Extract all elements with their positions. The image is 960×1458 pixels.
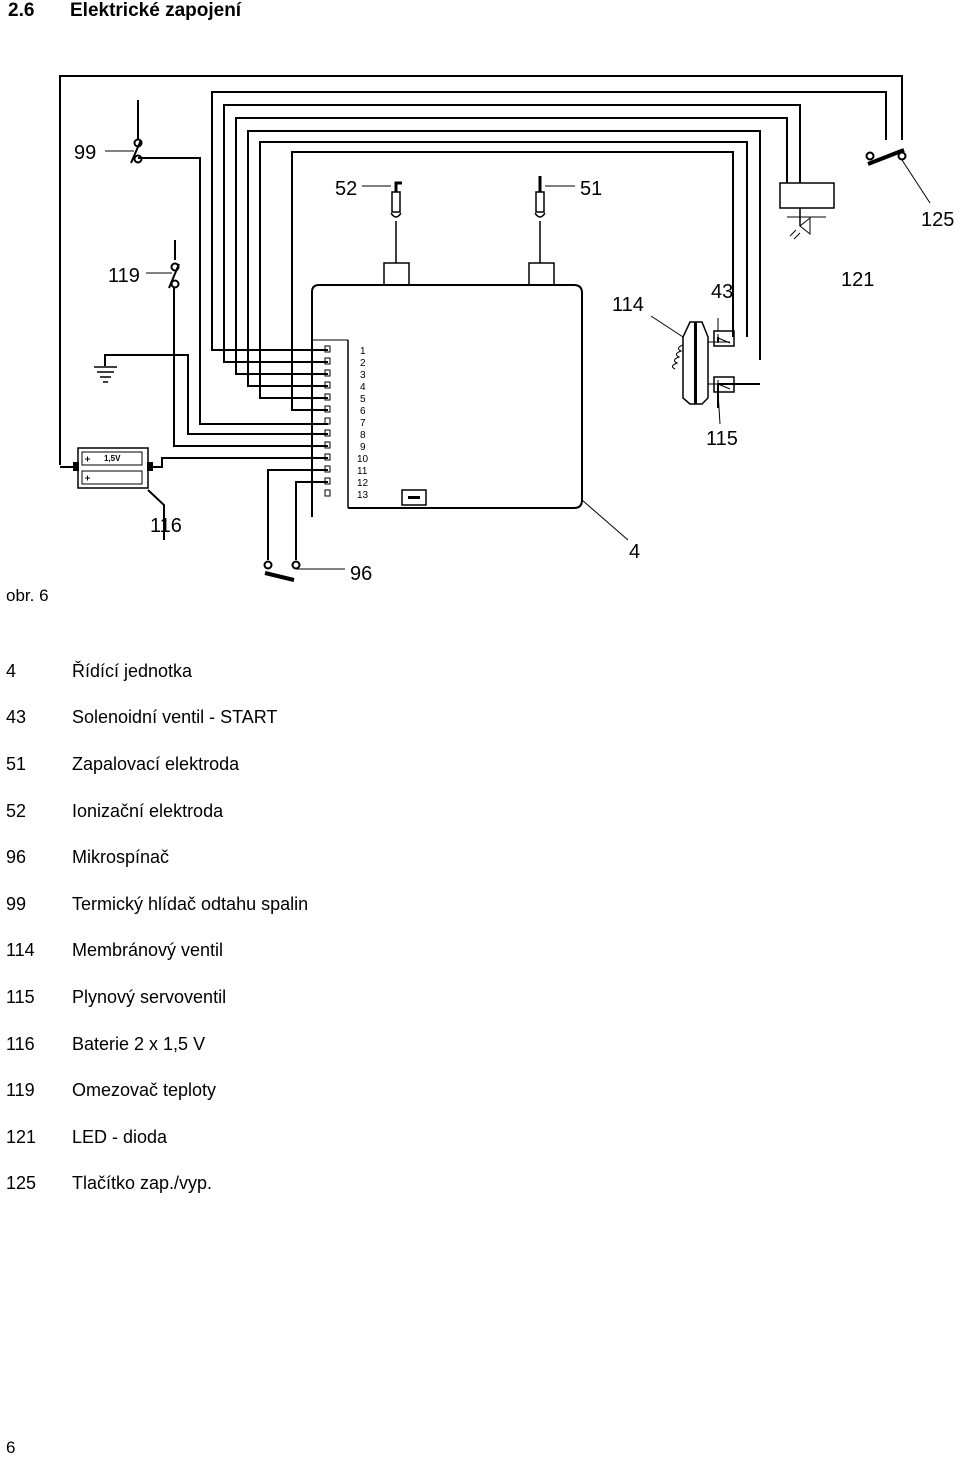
terminal-4: 4	[360, 382, 366, 393]
wire-frame-7	[291, 151, 734, 411]
terminal-7: 7	[360, 418, 366, 429]
gas-valve-assembly	[650, 315, 735, 425]
wire-frame-5	[247, 130, 761, 387]
battery-label: 1,5V	[104, 454, 121, 463]
label-52: 52	[335, 178, 357, 200]
on-off-button-125	[865, 148, 931, 204]
legend-text: Membránový ventil	[72, 940, 224, 961]
legend-item: 115 Plynový servoventil	[6, 974, 308, 1021]
terminal-12: 12	[357, 478, 369, 489]
legend-text: LED - dioda	[72, 1126, 168, 1147]
terminal-9: 9	[360, 442, 366, 453]
label-4: 4	[629, 541, 640, 563]
legend-code: 121	[6, 1126, 37, 1147]
figure-caption: obr. 6	[6, 586, 49, 605]
terminal-6: 6	[360, 406, 366, 417]
label-114: 114	[612, 294, 644, 316]
legend-item: 125 Tlačítko zap./vyp.	[6, 1161, 308, 1208]
legend-item: 4 Řídící jednotka	[6, 648, 308, 695]
legend-item: 114 Membránový ventil	[6, 928, 308, 975]
legend-code: 119	[6, 1080, 35, 1101]
wire-outer-99-125	[59, 75, 903, 465]
ground-symbol	[94, 366, 117, 383]
legend-code: 52	[6, 800, 27, 821]
legend-item: 121 LED - dioda	[6, 1114, 308, 1161]
label-119: 119	[108, 265, 140, 287]
wire-battery-pos	[148, 457, 328, 468]
terminal-pins	[324, 345, 331, 497]
label-99: 99	[74, 142, 96, 164]
legend-text: Řídící jednotka	[72, 660, 193, 681]
label-125: 125	[921, 209, 954, 231]
label-115: 115	[706, 428, 738, 450]
legend-text: Tlačítko zap./vyp.	[72, 1173, 213, 1194]
label-51: 51	[580, 178, 602, 200]
terminal-8: 8	[360, 430, 366, 441]
wire-frames	[59, 75, 903, 560]
wire-frame-4	[235, 117, 788, 375]
wire-99-return	[138, 157, 328, 425]
terminal-1: 1	[360, 346, 366, 357]
wire-frame-3	[223, 104, 801, 363]
legend-code: 114	[6, 940, 35, 961]
legend-item: 99 Termický hlídač odtahu spalin	[6, 881, 308, 928]
legend-item: 52 Ionizační elektroda	[6, 788, 308, 835]
legend-text: Zapalovací elektroda	[72, 753, 240, 774]
legend-code: 115	[6, 986, 35, 1007]
label-116: 116	[150, 515, 182, 537]
legend-code: 96	[6, 847, 27, 868]
legend-text: Solenoidní ventil - START	[72, 707, 278, 728]
legend-text: Omezovač teploty	[72, 1080, 217, 1101]
wire-frame-2	[211, 91, 887, 351]
battery-116: 1,5V	[73, 447, 153, 489]
wire-battery-low	[147, 489, 165, 540]
label-96: 96	[350, 563, 372, 585]
terminal-2: 2	[360, 358, 366, 369]
section-number: 2.6	[8, 0, 35, 21]
wire-115-return	[717, 383, 760, 408]
legend-code: 43	[6, 707, 27, 728]
legend-list: 4 Řídící jednotka 43 Solenoidní ventil - S…	[6, 648, 308, 1207]
terminal-numbers: 1 2 3 4 5 6 7 8 9 10 11 12 13	[357, 346, 369, 501]
legend-text: Termický hlídač odtahu spalin	[72, 893, 309, 914]
callout-labels: 99 52 51 125 119 121 43 114 115 116 4 96…	[6, 142, 954, 605]
control-unit-4: 1 2 3 4 5 6 7 8 9 10 11 12 13	[311, 262, 629, 541]
legend-item: 43 Solenoidní ventil - START	[6, 695, 308, 742]
terminal-11: 11	[357, 466, 368, 477]
legend-item: 96 Mikrospínač	[6, 834, 308, 881]
wire-ground	[104, 354, 328, 435]
label-121: 121	[841, 269, 874, 291]
terminal-5: 5	[360, 394, 366, 405]
wire-96-a	[267, 469, 328, 560]
legend-code: 51	[6, 753, 27, 774]
legend-item: 116 Baterie 2 x 1,5 V	[6, 1021, 308, 1068]
legend-text: Plynový servoventil	[72, 986, 227, 1007]
temp-limiter-119	[146, 240, 180, 289]
section-title: Elektrické zapojení	[70, 0, 242, 21]
legend-code: 125	[6, 1173, 37, 1194]
thermal-switch-99	[105, 100, 143, 164]
terminal-13: 13	[357, 490, 369, 501]
legend-item: 119 Omezovač teploty	[6, 1067, 308, 1114]
legend-item: 51 Zapalovací elektroda	[6, 741, 308, 788]
microswitch-96	[263, 560, 345, 582]
terminal-3: 3	[360, 370, 366, 381]
legend-text: Ionizační elektroda	[72, 800, 224, 821]
legend-text: Baterie 2 x 1,5 V	[72, 1033, 206, 1054]
terminal-10: 10	[357, 454, 369, 465]
legend-code: 116	[6, 1033, 35, 1054]
ignition-electrode-51	[534, 176, 575, 263]
legend-code: 99	[6, 893, 27, 914]
page-number: 6	[6, 1438, 16, 1457]
section-heading: 2.6 Elektrické zapojení	[8, 0, 241, 22]
ionization-electrode-52	[362, 181, 402, 263]
led-diode-121	[779, 182, 835, 240]
legend-text: Mikrospínač	[72, 847, 170, 868]
wire-96-b	[295, 481, 328, 560]
wire-frame-6	[259, 141, 748, 399]
wire-119	[173, 288, 328, 447]
legend-code: 4	[6, 660, 17, 681]
wiring-diagram: 1,5V 1 2 3 4 5 6 7 8 9 10	[6, 75, 954, 605]
label-43: 43	[711, 281, 733, 303]
